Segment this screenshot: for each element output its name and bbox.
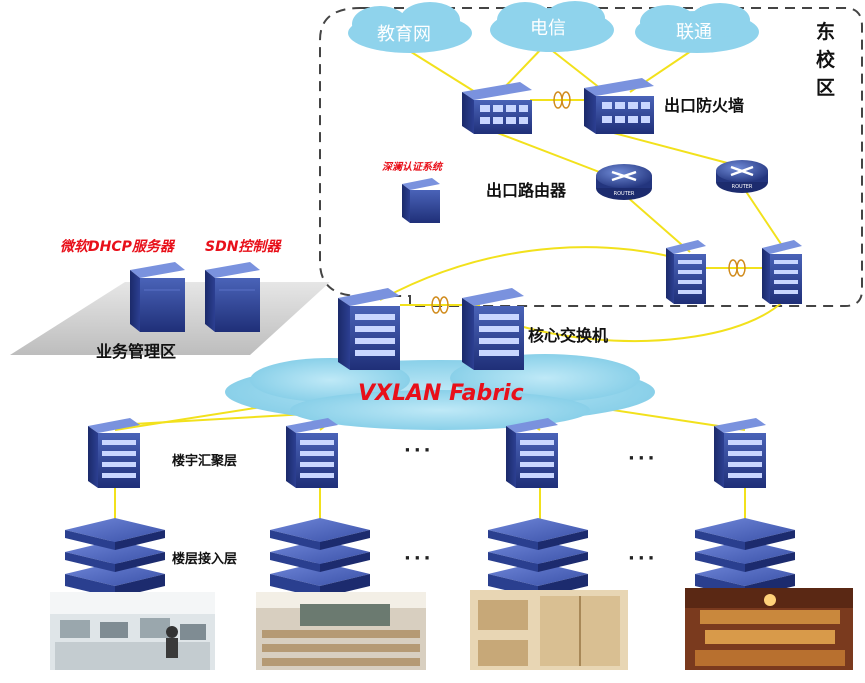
access-stack-1 (65, 518, 165, 598)
ellipsis-aggregation-1: ··· (404, 440, 434, 461)
ellipsis-aggregation-2: ··· (628, 448, 658, 469)
vxlan-fabric-cloud (225, 354, 655, 430)
aggregation-switch-1 (88, 418, 140, 488)
aggregation-switch-3 (506, 418, 558, 488)
cloud-telecom (490, 1, 614, 52)
core-switch-2 (462, 288, 524, 370)
auth-server (402, 178, 440, 223)
vxlan-fabric-label: VXLAN Fabric (358, 381, 524, 406)
sdn-server (205, 262, 260, 332)
library-photo (685, 588, 853, 670)
sdn-controller-label: SDN控制器 (205, 239, 281, 255)
classroom-photo (256, 592, 426, 670)
office-photo (50, 592, 215, 670)
access-stack-4 (695, 518, 795, 598)
dhcp-server-label: 微软DHCP服务器 (60, 239, 174, 255)
aggregation-switch-2 (286, 418, 338, 488)
router-2: ROUTER (716, 160, 768, 193)
business-zone-label: 业务管理区 (96, 342, 177, 361)
core-switch-label: 核心交换机 (528, 326, 609, 345)
router-1: ROUTER (596, 164, 652, 200)
cloud-label-unicom: 联通 (676, 22, 712, 43)
cloud-edu (348, 2, 472, 53)
router-badge: ROUTER (614, 191, 635, 197)
router-badge: ROUTER (732, 184, 753, 190)
access-stack-2 (270, 518, 370, 598)
campus-label: 东 校 区 (816, 21, 836, 99)
cloud-label-edu: 教育网 (377, 24, 431, 45)
campus-boundary (319, 7, 863, 307)
access-layer-label: 楼层接入层 (172, 552, 238, 567)
ellipsis-access-1: ··· (404, 548, 434, 569)
router-label: 出口路由器 (486, 181, 567, 200)
dhcp-server (130, 262, 185, 332)
cloud-label-telecom: 电信 (530, 18, 566, 39)
campus-switch-2 (762, 240, 802, 304)
aggregation-layer-label: 楼宇汇聚层 (172, 454, 238, 469)
campus-switch-1 (666, 240, 706, 304)
firewall-1 (462, 82, 532, 134)
access-stack-3 (488, 518, 588, 598)
firewall-2 (584, 78, 654, 134)
auth-system-label: 深澜认证系统 (382, 162, 442, 173)
lag-markers (431, 91, 746, 314)
dormitory-photo (470, 590, 628, 670)
cloud-unicom (635, 3, 759, 53)
firewall-label: 出口防火墙 (664, 96, 745, 115)
ellipsis-access-2: ··· (628, 548, 658, 569)
core-switch-1 (338, 288, 400, 370)
aggregation-switch-4 (714, 418, 766, 488)
